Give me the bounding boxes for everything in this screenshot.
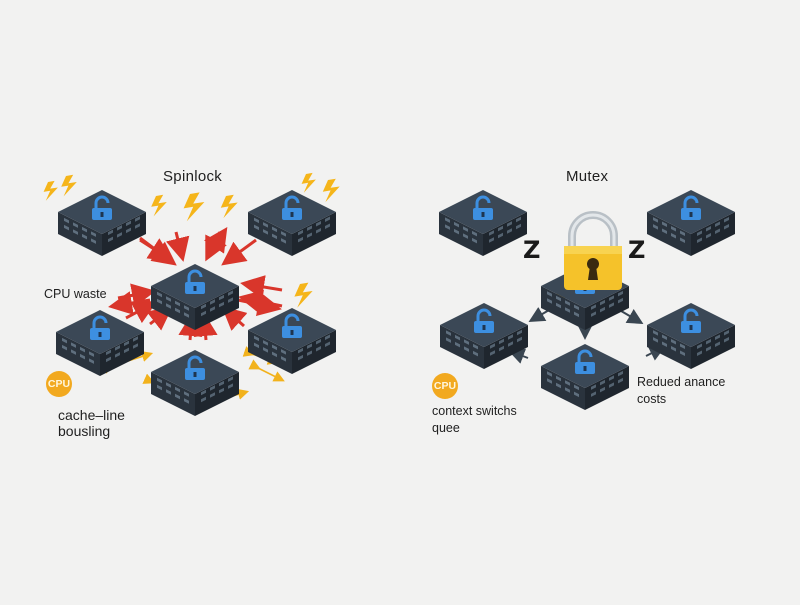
spinlock-server-center bbox=[151, 264, 239, 330]
mutex-server-bottom bbox=[541, 344, 629, 410]
bolt-layer bbox=[43, 172, 340, 308]
lightning-bolt-icon bbox=[294, 282, 313, 308]
lock-icon bbox=[681, 195, 701, 220]
mutex-server-top-left bbox=[439, 190, 527, 256]
contention-arrow bbox=[221, 238, 257, 266]
sleep-z-left: Z bbox=[523, 236, 541, 264]
lightning-bolt-icon bbox=[322, 178, 340, 203]
contention-arrow bbox=[237, 292, 282, 317]
mutex-server-top-right bbox=[647, 190, 735, 256]
lightning-bolt-icon bbox=[183, 192, 205, 222]
spinlock-cpu-badge: CPU bbox=[46, 371, 72, 397]
lock-icon bbox=[92, 195, 112, 220]
cpu-waste-label: CPU waste bbox=[44, 287, 107, 301]
lock-icon bbox=[185, 269, 205, 294]
lightning-bolt-icon bbox=[220, 194, 238, 219]
lightning-bolt-icon bbox=[151, 194, 167, 217]
mutex-title: Mutex bbox=[566, 168, 609, 185]
cache-bounce-arrow bbox=[248, 359, 285, 382]
server-layer bbox=[56, 190, 735, 416]
lock-icon bbox=[90, 315, 110, 340]
mutex-server-left bbox=[440, 303, 528, 369]
bouncing-label: bousling bbox=[58, 423, 111, 439]
lock-icon bbox=[473, 195, 493, 220]
spinlock-server-top-right bbox=[248, 190, 336, 256]
lock-icon bbox=[474, 308, 494, 333]
lightning-bolt-icon bbox=[301, 172, 316, 193]
spinlock-server-right bbox=[248, 308, 336, 374]
lightning-bolt-icon bbox=[61, 174, 77, 197]
contention-arrow bbox=[117, 283, 156, 308]
contention-arrow bbox=[240, 275, 283, 299]
spinlock-title: Spinlock bbox=[163, 168, 223, 185]
lock-icon bbox=[282, 195, 302, 220]
sleep-z-right: Z bbox=[628, 236, 646, 264]
context-switch-label: context switchs bbox=[432, 404, 517, 418]
contention-arrow bbox=[125, 301, 158, 324]
queue-label: quee bbox=[432, 421, 460, 435]
lock-icon bbox=[575, 349, 595, 374]
spinlock-server-top-left bbox=[58, 190, 146, 256]
contention-arrow bbox=[205, 231, 227, 262]
lock-icon bbox=[282, 313, 302, 338]
contention-arrow bbox=[204, 227, 228, 254]
contention-arrow bbox=[108, 291, 151, 315]
padlock-layer bbox=[564, 211, 622, 290]
spinlock-server-bottom bbox=[151, 350, 239, 416]
mutex-cpu-badge: CPU bbox=[432, 373, 458, 399]
cache-line-label: cache–line bbox=[58, 407, 125, 423]
mutex-server-right bbox=[647, 303, 735, 369]
contention-arrow bbox=[165, 231, 190, 262]
costs-label: costs bbox=[637, 392, 667, 406]
lightning-bolt-icon bbox=[43, 180, 58, 201]
reduced-label: Redued anance bbox=[637, 375, 726, 389]
padlock-icon bbox=[564, 211, 622, 290]
lock-icon bbox=[185, 355, 205, 380]
spinlock-server-left bbox=[56, 310, 144, 376]
contention-arrow bbox=[139, 236, 177, 266]
lock-icon bbox=[681, 308, 701, 333]
